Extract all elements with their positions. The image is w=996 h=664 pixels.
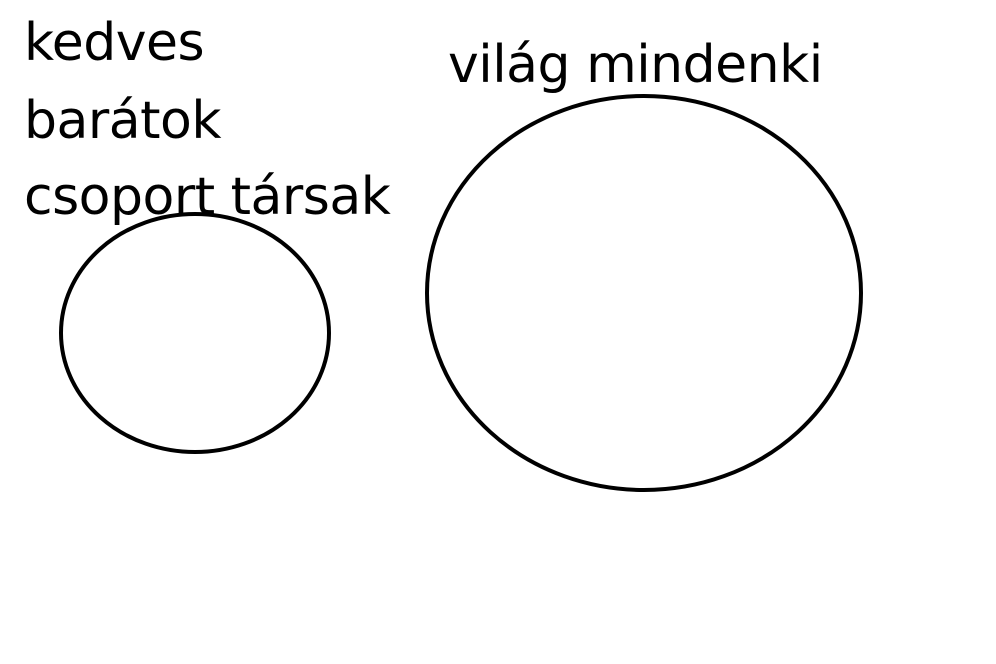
- large-ellipse: [425, 94, 863, 492]
- label-baratok: barátok: [24, 91, 221, 151]
- label-vilag-mindenki: világ mindenki: [448, 35, 823, 95]
- small-ellipse: [59, 212, 331, 454]
- label-csoport-tarsak: csoport társak: [24, 167, 391, 227]
- label-kedves: kedves: [24, 13, 205, 73]
